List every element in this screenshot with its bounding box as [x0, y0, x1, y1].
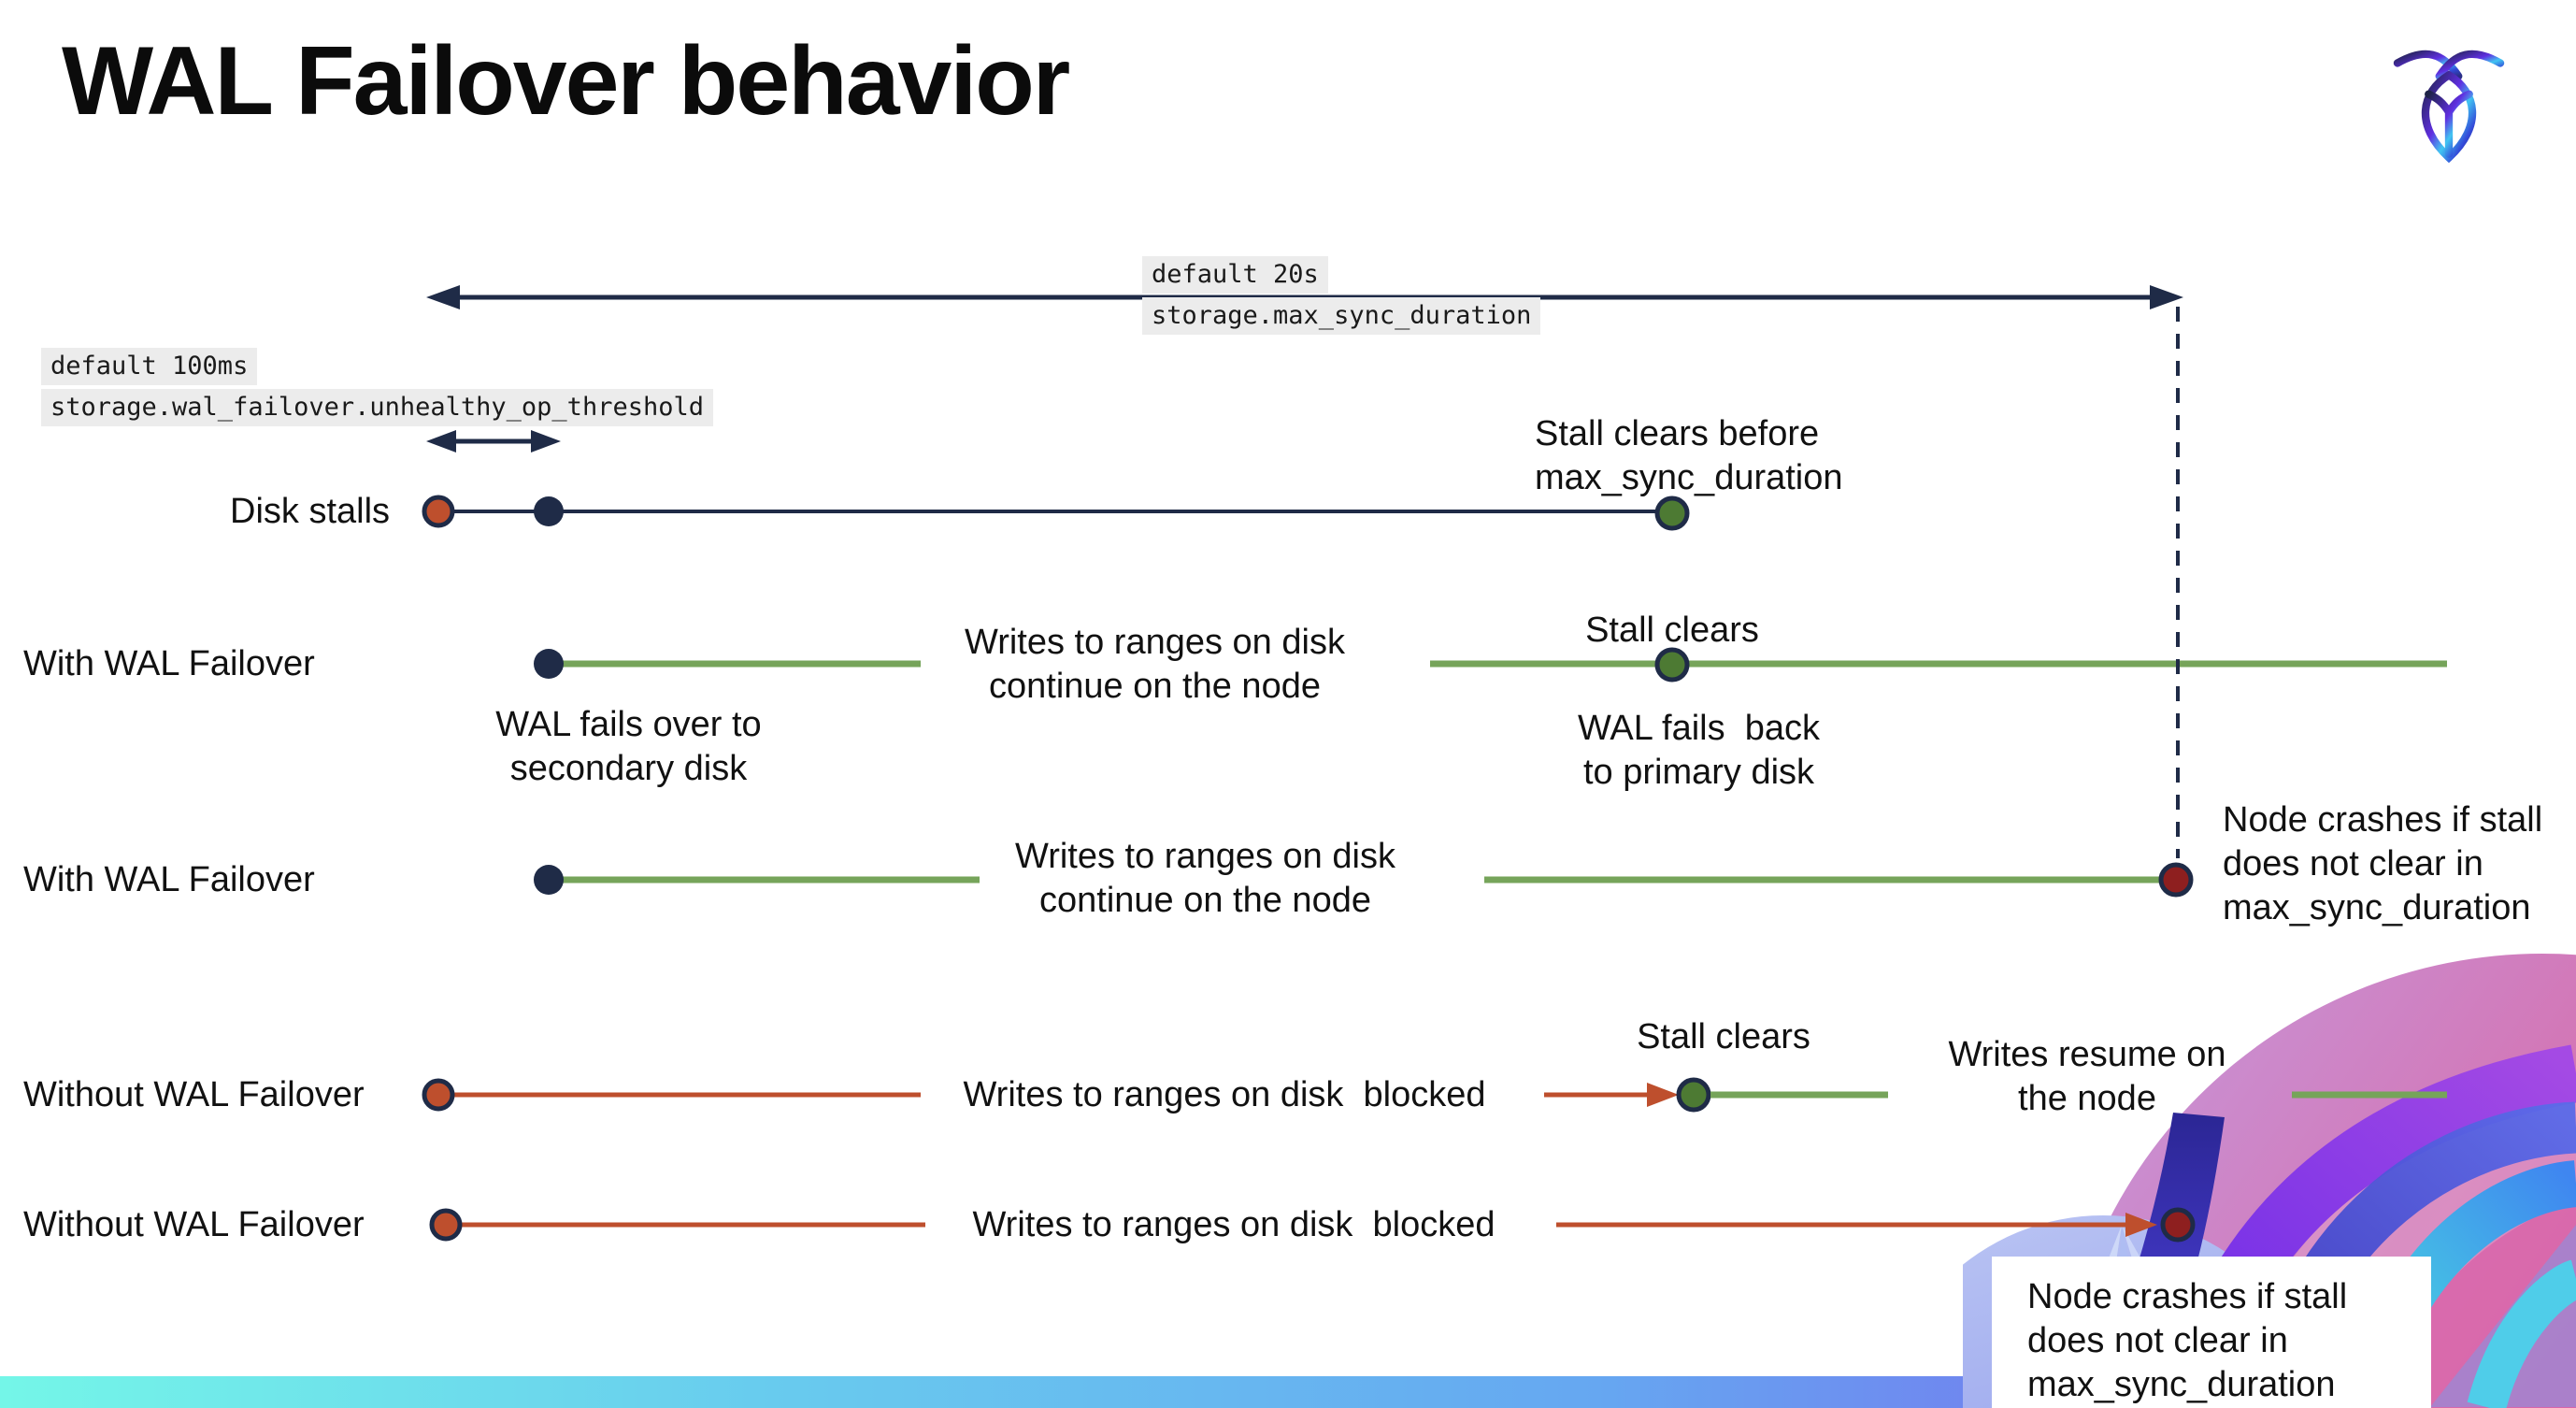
- writes-blocked-callout-row4: Writes to ranges on disk blocked: [963, 1075, 1486, 1114]
- stall-clears-callout-row2: Stall clears: [1585, 611, 1759, 650]
- threshold-setting-label: storage.wal_failover.unhealthy_op_thresh…: [41, 389, 713, 426]
- unhealthy-op-threshold-arrow: [426, 430, 561, 453]
- stall-start-dot: [429, 1208, 463, 1242]
- row-disk-stalls: [422, 495, 1690, 531]
- failover-dot: [534, 865, 564, 895]
- stall-clears-dot: [1654, 496, 1690, 531]
- blocked-arrowhead: [1647, 1083, 1679, 1107]
- failover-threshold-dot: [534, 496, 564, 526]
- stall-start-dot: [422, 1078, 455, 1112]
- stall-clears-dot: [1676, 1077, 1711, 1113]
- logo-y-vein: [2425, 90, 2473, 158]
- stall-clears-callout-row4: Stall clears: [1637, 1017, 1810, 1056]
- writes-blocked-callout-row5: Writes to ranges on disk blocked: [972, 1205, 1496, 1244]
- stall-clears-before-callout: Stall clears before max_sync_duration: [1535, 414, 1843, 497]
- art-blue-fill: [2430, 1225, 2576, 1407]
- row-label-with-wal-failover-1: With WAL Failover: [23, 644, 315, 683]
- logo-right-antenna: [2435, 50, 2505, 80]
- row-label-with-wal-failover-2: With WAL Failover: [23, 860, 315, 899]
- failover-dot: [534, 649, 564, 679]
- node-crash-dot: [2158, 862, 2194, 898]
- node-crashes-callout-row3: Node crashes if stall does not clear in …: [2223, 800, 2543, 927]
- wal-fails-over-callout: WAL fails over to secondary disk: [495, 705, 762, 788]
- row-label-without-wal-failover-2: Without WAL Failover: [23, 1205, 365, 1244]
- threshold-default-label: default 100ms: [41, 348, 258, 385]
- page-title: WAL Failover behavior: [62, 27, 1070, 136]
- art-cyan-arc-inner: [2467, 1259, 2576, 1408]
- wal-fails-back-callout: WAL fails back to primary disk: [1577, 709, 1821, 792]
- stall-start-dot: [422, 495, 455, 528]
- writes-continue-callout-row2: Writes to ranges on disk continue on the…: [965, 623, 1345, 706]
- writes-resume-callout: Writes resume on the node: [1948, 1035, 2226, 1118]
- row-with-wal-failover-1: [534, 647, 2447, 682]
- max-sync-default-label: default 20s: [1142, 256, 1328, 294]
- max-sync-duration-annotation: default 20s storage.max_sync_duration: [1142, 256, 1541, 335]
- row-label-disk-stalls: Disk stalls: [230, 492, 391, 531]
- logo-left-antenna: [2393, 50, 2463, 80]
- row-label-without-wal-failover-1: Without WAL Failover: [23, 1075, 365, 1114]
- writes-continue-callout-row3: Writes to ranges on disk continue on the…: [1015, 837, 1395, 920]
- node-crashes-note: Node crashes if stall does not clear in …: [2027, 1277, 2348, 1404]
- unhealthy-op-threshold-annotation: default 100ms storage.wal_failover.unhea…: [41, 348, 713, 426]
- cockroach-logo-icon: [2393, 50, 2505, 164]
- max-sync-setting-label: storage.max_sync_duration: [1142, 297, 1541, 335]
- crash-note-box: Node crashes if stall does not clear in …: [1992, 1257, 2431, 1408]
- stall-clears-dot: [1654, 647, 1690, 682]
